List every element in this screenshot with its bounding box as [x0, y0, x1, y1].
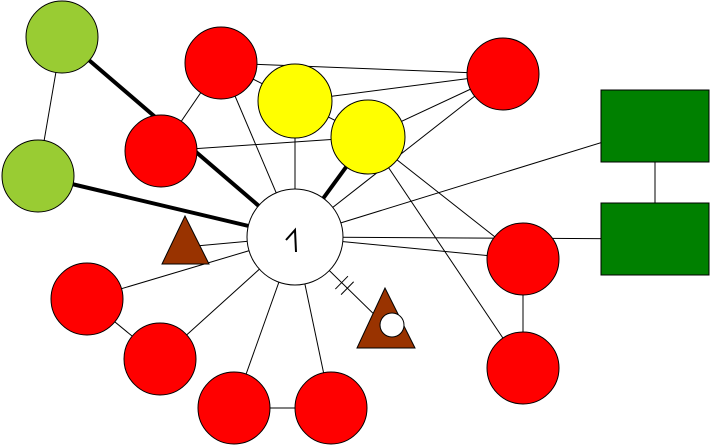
edge-r_top-r_top_right: [221, 63, 503, 74]
node-tri_right-dot: [380, 313, 404, 337]
node-sq_top: [601, 90, 709, 162]
node-r_top: [185, 27, 257, 99]
node-r_right_low: [487, 332, 559, 404]
node-r_bl1: [51, 263, 123, 335]
node-r_top_right: [467, 38, 539, 110]
node-tri_left: [162, 216, 209, 264]
node-r_bl2: [124, 323, 196, 395]
node-g1: [26, 1, 98, 73]
node-y1: [258, 64, 332, 138]
node-sq_bottom: [601, 203, 709, 275]
node-y2: [331, 100, 405, 174]
node-r_b2: [295, 372, 367, 444]
node-r_b1: [198, 372, 270, 444]
node-r_left: [125, 115, 197, 187]
node-r_right: [487, 223, 559, 295]
node-g2: [2, 140, 74, 212]
